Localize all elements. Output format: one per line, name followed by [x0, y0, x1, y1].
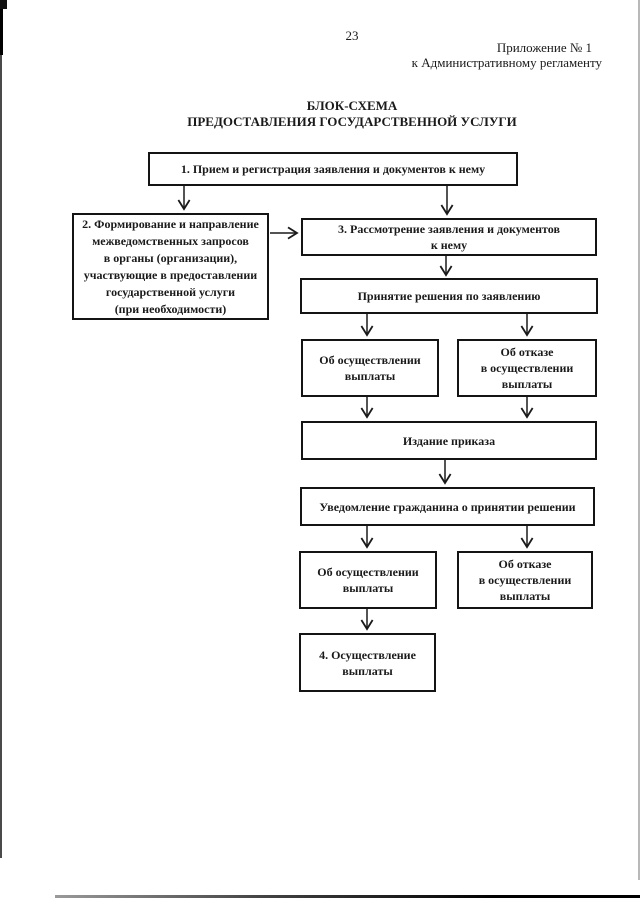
- flow-box-grant-payment-top: Об осуществлении выплаты: [301, 339, 439, 397]
- scan-corner-mark: [0, 0, 7, 9]
- scan-edge-left: [0, 0, 2, 858]
- flow-box-decision: Принятие решения по заявлению: [300, 278, 598, 314]
- flow-box-grant-payment-bottom: Об осуществлении выплаты: [299, 551, 437, 609]
- flow-box-refuse-payment-top: Об отказе в осуществлении выплаты: [457, 339, 597, 397]
- page-title-line1: БЛОК-СХЕМА: [306, 98, 398, 113]
- flow-box-order-issuance: Издание приказа: [301, 421, 597, 460]
- page-title: БЛОК-СХЕМА ПРЕДОСТАВЛЕНИЯ ГОСУДАРСТВЕННО…: [64, 98, 640, 130]
- flow-box-step1-reception: 1. Прием и регистрация заявления и докум…: [148, 152, 518, 186]
- flow-box-citizen-notification: Уведомление гражданина о принятии решени…: [300, 487, 595, 526]
- page-number: 23: [345, 28, 359, 43]
- annex-reference-line2: к Административному регламенту: [411, 55, 602, 70]
- flow-box-step3-review: 3. Рассмотрение заявления и документов к…: [301, 218, 597, 256]
- scan-edge-bottom: [55, 895, 640, 898]
- scan-edge-right: [638, 0, 640, 880]
- flow-box-step4-payment-execution: 4. Осуществление выплаты: [299, 633, 436, 692]
- scan-edge-left-dark: [0, 0, 3, 55]
- flow-box-step2-interagency-requests: 2. Формирование и направление межведомст…: [72, 213, 269, 320]
- flow-box-refuse-payment-bottom: Об отказе в осуществлении выплаты: [457, 551, 593, 609]
- page-title-line2: ПРЕДОСТАВЛЕНИЯ ГОСУДАРСТВЕННОЙ УСЛУГИ: [187, 114, 517, 129]
- annex-reference-line1: Приложение № 1: [496, 40, 592, 55]
